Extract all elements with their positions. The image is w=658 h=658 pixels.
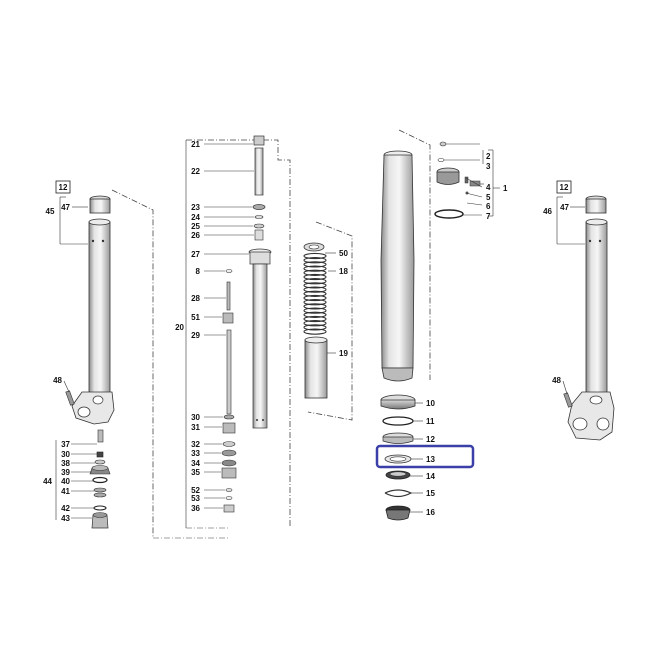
- label-19: 19: [339, 349, 348, 358]
- spring-group: [303, 221, 353, 421]
- spring-coil: [303, 282, 327, 289]
- label-7: 7: [486, 212, 491, 221]
- label-47-left: 47: [61, 203, 70, 212]
- spring-coil: [303, 278, 327, 285]
- spring-coil: [303, 269, 327, 276]
- label-26: 26: [191, 231, 200, 240]
- label-38: 38: [61, 459, 70, 468]
- spring-coil: [303, 261, 327, 268]
- spring-coil: [303, 315, 327, 323]
- label-36: 36: [191, 504, 200, 513]
- label-34: 34: [191, 459, 200, 468]
- spring-coil: [303, 265, 327, 272]
- spring-coil: [303, 257, 327, 264]
- label-31: 31: [191, 423, 200, 432]
- spring-coil: [303, 311, 327, 318]
- label-30: 30: [191, 413, 200, 422]
- label-46: 46: [543, 207, 552, 216]
- label-50: 50: [339, 249, 348, 258]
- label-13: 13: [426, 455, 435, 464]
- spring-coil: [303, 320, 327, 327]
- spring-coil: [303, 324, 327, 331]
- label-23: 23: [191, 203, 200, 212]
- label-4: 4: [486, 183, 491, 192]
- label-12-left: 12: [59, 183, 68, 192]
- spring-coil: [303, 294, 327, 302]
- label-21: 21: [191, 140, 200, 149]
- label-43: 43: [61, 514, 70, 523]
- label-48-right: 48: [552, 376, 561, 385]
- spring-coil: [303, 286, 327, 293]
- label-20: 20: [175, 323, 184, 332]
- label-12: 12: [426, 435, 435, 444]
- label-16: 16: [426, 508, 435, 517]
- spring-coil: [303, 252, 327, 260]
- outer-tube-group: [380, 129, 494, 521]
- label-25: 25: [191, 222, 200, 231]
- label-24: 24: [191, 213, 200, 222]
- label-41: 41: [61, 487, 70, 496]
- label-2: 2: [486, 152, 491, 161]
- label-14: 14: [426, 472, 435, 481]
- label-40: 40: [61, 477, 70, 486]
- label-53: 53: [191, 494, 200, 503]
- label-52: 52: [191, 486, 200, 495]
- label-47-right: 47: [560, 203, 569, 212]
- label-15: 15: [426, 489, 435, 498]
- label-42: 42: [61, 504, 70, 513]
- ref-box-12-left: [55, 180, 71, 194]
- right-fork-leg: [556, 195, 615, 441]
- spring-coil: [303, 273, 327, 281]
- label-30-left: 30: [61, 450, 70, 459]
- label-12-right: 12: [560, 183, 569, 192]
- label-35: 35: [191, 468, 200, 477]
- label-28: 28: [191, 294, 200, 303]
- label-29: 29: [191, 331, 200, 340]
- label-3: 3: [486, 162, 491, 171]
- label-10: 10: [426, 399, 435, 408]
- label-1: 1: [503, 184, 508, 193]
- label-37: 37: [61, 440, 70, 449]
- label-6: 6: [486, 202, 491, 211]
- spring-coil: [303, 299, 327, 306]
- label-22: 22: [191, 167, 200, 176]
- left-fork-leg: [55, 189, 228, 539]
- label-18: 18: [339, 267, 348, 276]
- damper-cartridge: [185, 135, 291, 529]
- label-33: 33: [191, 449, 200, 458]
- label-45: 45: [46, 207, 55, 216]
- spring-coil: [303, 307, 327, 314]
- highlight-part-13: [375, 444, 475, 469]
- label-8: 8: [196, 267, 201, 276]
- label-27: 27: [191, 250, 200, 259]
- label-5: 5: [486, 193, 491, 202]
- label-39: 39: [61, 468, 70, 477]
- label-48-left: 48: [53, 376, 62, 385]
- spring-coil: [303, 328, 327, 335]
- spring-coil: [303, 290, 327, 297]
- ref-box-12-right: [556, 180, 572, 194]
- spring-coil: [303, 303, 327, 310]
- label-11: 11: [426, 417, 435, 426]
- label-51: 51: [191, 313, 200, 322]
- label-44: 44: [43, 477, 52, 486]
- label-32: 32: [191, 440, 200, 449]
